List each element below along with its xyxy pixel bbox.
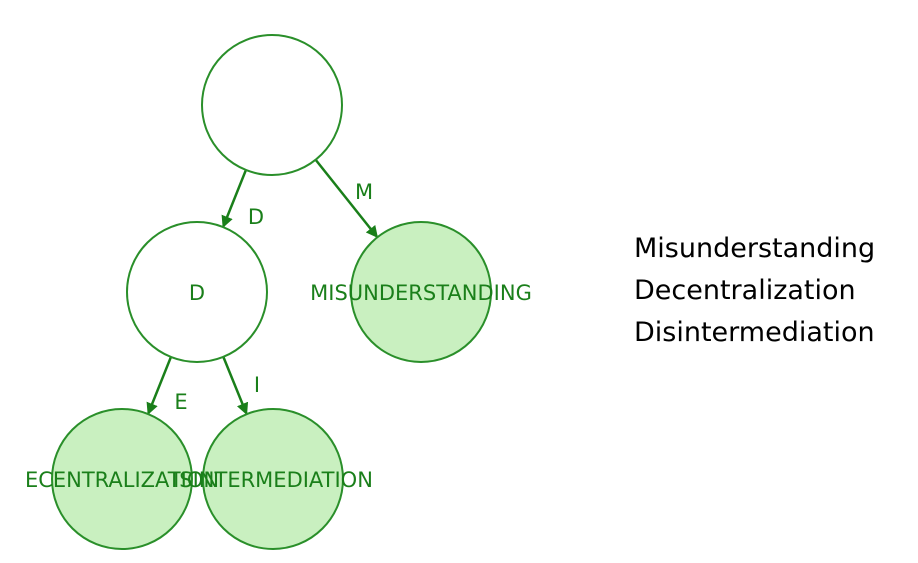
- word-item-misunderstanding: Misunderstanding: [634, 233, 876, 264]
- word-item-decentralization: Decentralization: [634, 275, 856, 306]
- node-d: [126, 221, 268, 363]
- word-item-disintermediation: Disintermediation: [634, 317, 875, 348]
- node-label-intermediation: ISINTERMEDIATION: [173, 468, 373, 492]
- edge-d-to-ecentralization: [146, 356, 173, 415]
- node-label-d: D: [189, 281, 205, 305]
- node-label-ecentralization: ECENTRALIZATION: [25, 468, 219, 492]
- edge-root-to-d: [221, 169, 248, 228]
- node-intermediation: [202, 408, 344, 550]
- edges: D M E I: [146, 158, 379, 416]
- edge-label-m: M: [355, 180, 373, 204]
- nodes: D MISUNDERSTANDING ECENTRALIZATIONISINTERM…: [25, 34, 532, 550]
- node-misunderstanding: [350, 221, 492, 363]
- edge-d-to-intermediation: [222, 356, 249, 416]
- edge-label-i: I: [254, 373, 260, 397]
- edge-label-e: E: [174, 390, 187, 414]
- edge-label-d: D: [248, 205, 264, 229]
- edge-root-to-misunderstanding: [314, 158, 379, 239]
- word-list: Misunderstanding Decentralization Disint…: [634, 228, 875, 354]
- node-label-misunderstanding: MISUNDERSTANDING: [310, 281, 532, 305]
- node-ecentralization: [51, 408, 193, 550]
- node-root: [201, 34, 343, 176]
